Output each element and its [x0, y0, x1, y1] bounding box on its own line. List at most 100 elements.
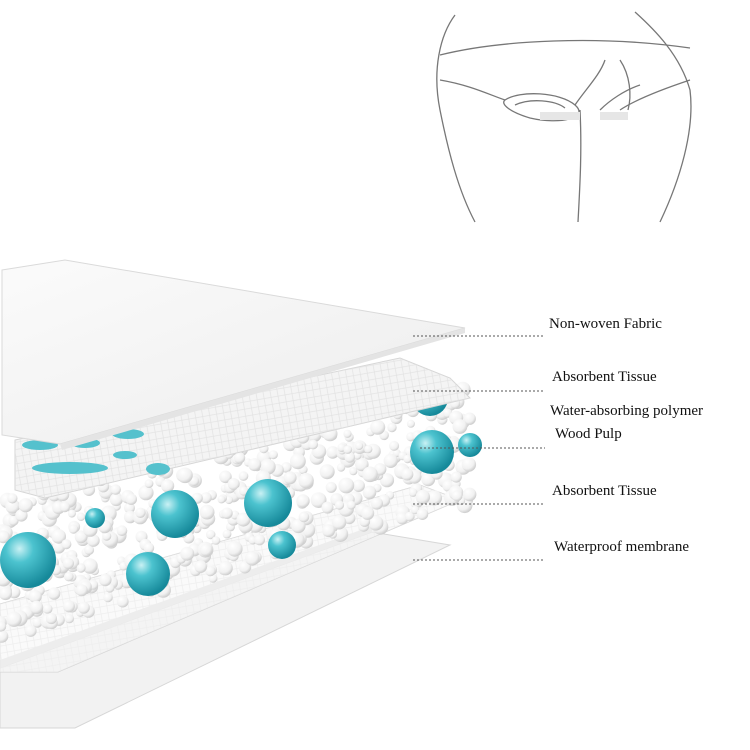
pulp-particle	[319, 464, 335, 480]
pulp-particle	[344, 452, 356, 463]
pulp-particle	[325, 481, 337, 493]
pulp-particle	[221, 507, 233, 519]
label-wood-pulp: Wood Pulp	[555, 426, 622, 442]
pulp-particle	[45, 612, 58, 625]
pulp-particle	[370, 497, 383, 510]
pulp-particle	[416, 508, 429, 520]
pulp-particle	[355, 442, 364, 450]
pulp-particle	[103, 592, 113, 603]
pulp-particle	[28, 590, 42, 603]
pulp-particle	[462, 487, 477, 502]
pulp-particle	[254, 534, 265, 546]
pulp-particle	[355, 457, 369, 472]
polymer-bead	[244, 479, 292, 527]
pulp-particle	[321, 501, 334, 514]
pulp-particle	[268, 450, 278, 460]
pulp-particle	[401, 468, 414, 481]
pulp-particle	[405, 511, 415, 522]
pulp-particle	[349, 467, 358, 476]
polymer-bead	[410, 430, 454, 474]
pulp-particle	[61, 539, 72, 550]
pulp-particle	[331, 515, 347, 530]
pulp-particle	[225, 496, 233, 505]
pulp-particle	[452, 419, 468, 434]
pulp-particle	[222, 529, 232, 539]
pulp-particle	[461, 457, 477, 472]
pulp-particle	[298, 472, 314, 489]
pulp-particle	[76, 512, 86, 521]
pulp-particle	[343, 445, 353, 454]
pulp-particle	[125, 493, 137, 505]
pulp-particle	[64, 571, 74, 582]
pulp-particle	[177, 467, 193, 484]
pulp-particle	[143, 542, 155, 554]
pulp-particle	[75, 584, 88, 597]
polymer-bead	[458, 433, 482, 457]
pulp-particle	[82, 558, 98, 574]
pulp-particle	[62, 600, 75, 613]
pulp-particle	[15, 509, 28, 522]
pulp-particle	[238, 471, 249, 481]
polymer-bead	[85, 508, 105, 528]
pulp-particle	[64, 614, 74, 624]
pulp-particle	[361, 506, 375, 520]
pulp-particle	[346, 500, 356, 510]
pulp-particle	[389, 440, 400, 451]
pulp-particle	[109, 492, 123, 507]
pulp-particle	[161, 479, 175, 493]
pulp-particle	[7, 493, 18, 504]
pulp-particle	[206, 529, 216, 540]
pulp-particle	[110, 484, 121, 495]
pulp-particle	[403, 454, 412, 464]
pulp-particle	[87, 534, 100, 547]
pulp-particle	[236, 512, 251, 527]
pulp-particle	[199, 504, 215, 520]
pulp-particle	[238, 561, 252, 574]
pulp-particle	[406, 419, 415, 428]
pulp-particle	[368, 515, 384, 531]
pulp-particle	[102, 531, 112, 541]
pulp-particle	[67, 509, 76, 518]
pulp-particle	[326, 446, 340, 459]
pulp-particle	[135, 507, 146, 518]
pulp-particle	[291, 518, 306, 534]
pulp-particle	[427, 490, 442, 506]
polymer-bead	[268, 531, 296, 559]
polymer-bead	[151, 490, 199, 538]
label-waterproof-membrane: Waterproof membrane	[554, 539, 689, 555]
label-absorbent-tissue-bottom: Absorbent Tissue	[552, 483, 657, 499]
pulp-particle	[51, 529, 66, 544]
pulp-particle	[218, 561, 233, 576]
pulp-particle	[77, 601, 90, 614]
pulp-particle	[248, 458, 262, 472]
pulp-particle	[116, 525, 128, 536]
pulp-particle	[0, 629, 9, 643]
pulp-particle	[387, 422, 397, 433]
pulp-particle	[84, 545, 95, 555]
pulp-particle	[32, 617, 43, 628]
pulp-particle	[124, 502, 135, 514]
leader-lines	[413, 335, 545, 561]
pulp-particle	[364, 445, 373, 454]
pulp-particle	[383, 453, 398, 468]
pulp-particle	[68, 524, 79, 534]
pulp-particle	[144, 479, 154, 488]
pulp-particle	[199, 543, 213, 557]
pulp-particle	[6, 611, 22, 627]
pulp-particle	[379, 473, 395, 488]
pulp-particle	[370, 419, 386, 435]
pulp-particle	[18, 498, 33, 513]
pulp-particle	[116, 595, 129, 608]
pulp-particle	[290, 453, 306, 470]
pulp-particle	[234, 452, 246, 464]
pulp-particle	[352, 479, 365, 492]
pulp-particle	[123, 510, 137, 524]
pulp-particle	[47, 587, 61, 600]
pulp-particle	[180, 546, 195, 561]
pulp-particle	[310, 492, 327, 508]
pulp-particle	[227, 541, 243, 557]
pulp-particle	[336, 463, 346, 472]
pulp-particle	[245, 551, 260, 566]
pulp-particle	[415, 489, 430, 505]
